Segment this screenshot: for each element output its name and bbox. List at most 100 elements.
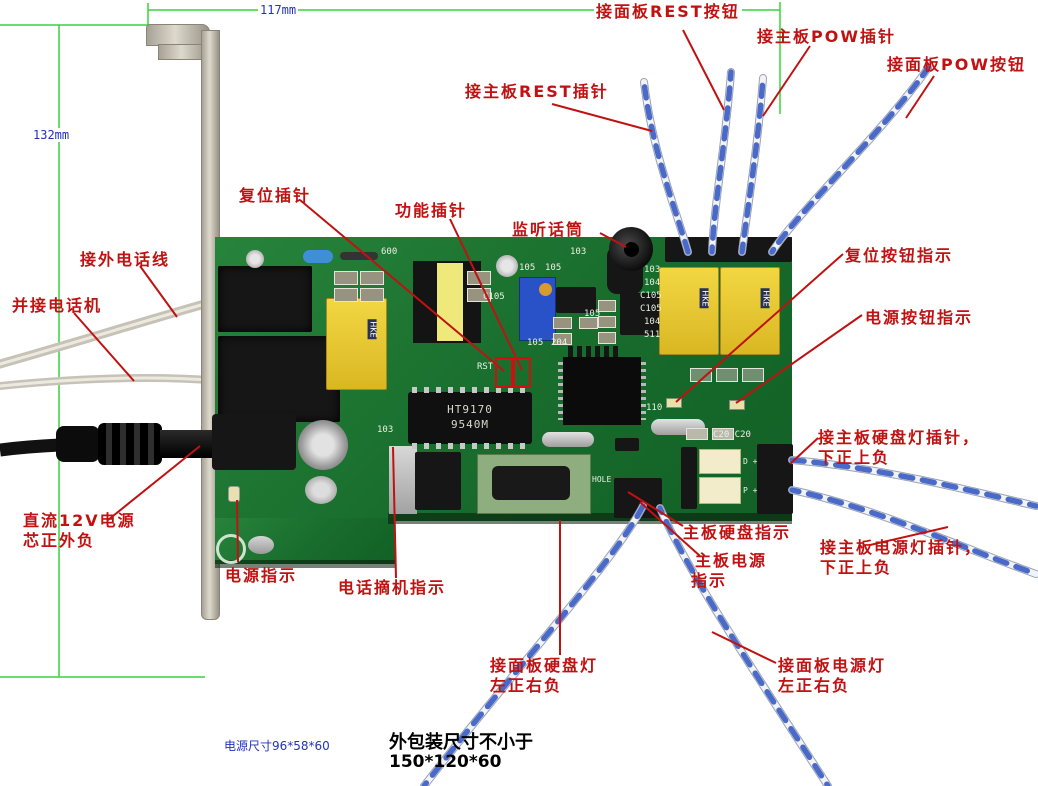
height-dimension-label: 132mm (31, 128, 72, 142)
dc-plug-tip (160, 430, 212, 458)
power-led (228, 486, 240, 502)
callout-line: 下正上负 (818, 448, 891, 467)
silk-hole: HOLE (592, 475, 612, 484)
dc-plug-grip (56, 426, 100, 462)
dc-power-jack (212, 414, 296, 470)
silk-103: 103 (644, 265, 661, 275)
relay-right-2: HKE (720, 267, 780, 355)
callout-reset-pin: 复位插针 (239, 186, 312, 205)
wire-pair (640, 78, 692, 256)
pad (716, 368, 738, 382)
callout-ext-phone-line: 接外电话线 (80, 250, 171, 269)
callout-mb-power-indicator: 主板电源 指示 (691, 551, 767, 591)
front-panel-wire-header (614, 478, 662, 518)
callout-mb-power-led-pin: 接主板电源灯插针， 下正上负 (820, 538, 982, 578)
silk-511: 511 (644, 330, 661, 340)
trimmer-potentiometer (519, 277, 556, 341)
soic-chip (556, 287, 596, 313)
callout-line: 接面板电源灯 (778, 656, 887, 675)
silk-p-pin: P + (743, 486, 758, 495)
silk-600: 600 (381, 247, 398, 257)
rj11-jack-upper (218, 266, 312, 332)
power-led-block (699, 477, 741, 504)
screw-middle (496, 255, 518, 277)
pad (690, 368, 712, 382)
callout-dc-power: 直流12V电源 芯正外负 (23, 511, 136, 551)
callout-function-pin: 功能插针 (395, 201, 468, 220)
silk-105: 105 (519, 263, 536, 273)
silk-104: 104 (644, 278, 661, 288)
smd (360, 271, 384, 285)
silk-105: 105 (527, 338, 544, 348)
smd (553, 317, 572, 329)
wire-pair (768, 64, 932, 256)
silk-204: 204 (551, 338, 568, 348)
callout-line: 接面板硬盘灯 (490, 656, 599, 675)
callout-line: 指示 (691, 571, 728, 590)
capacitor-small (305, 476, 337, 504)
callout-monitor-mic: 监听话筒 (512, 220, 585, 239)
regulator-tab (389, 446, 417, 514)
relay-brand-label: HKE (760, 288, 771, 309)
silk-c105: C105 (483, 292, 505, 302)
smd (334, 288, 358, 302)
hdd-led-block (699, 449, 741, 474)
callout-power-btn-indicator: 电源按钮指示 (865, 308, 974, 327)
dc-plug-ridges (98, 423, 162, 465)
smd (598, 300, 616, 312)
trimmer-dial (539, 283, 552, 296)
callout-mb-rest-pin: 接主板REST插针 (465, 82, 609, 101)
smd (598, 332, 616, 344)
callout-front-hdd-led: 接面板硬盘灯 左正右负 (490, 656, 598, 696)
power-size-note: 电源尺寸96*58*60 (224, 739, 330, 753)
wire-pair (738, 74, 767, 256)
silk-110: 110 (646, 403, 663, 413)
callout-mb-pow-pin: 接主板POW插针 (757, 27, 896, 46)
smd (553, 333, 572, 345)
mb-led-wire-header (757, 444, 793, 514)
jack-screw (248, 536, 274, 554)
relay-right-1: HKE (659, 267, 719, 355)
package-size-note-line2: 150*120*60 (389, 752, 502, 772)
relay-brand-label: HKE (367, 319, 378, 340)
silk-rst: RST (477, 362, 494, 372)
ht9170-chip: HT9170 9540M (408, 387, 532, 449)
pad (712, 428, 734, 440)
pad (686, 428, 708, 440)
package-size-note-line1: 外包装尺寸不小于 (389, 732, 533, 753)
chip-marking-line2: 9540M (450, 418, 490, 431)
rj11-jack-lower (218, 336, 340, 422)
chip-marking-line1: HT9170 (447, 403, 493, 416)
callout-mb-hdd-led-pin: 接主板硬盘灯插针， 下正上负 (818, 428, 980, 468)
microphone-hole (624, 242, 639, 257)
power-indicator-led (729, 400, 745, 410)
callout-front-pow-button: 接面板POW按钮 (887, 55, 1026, 74)
silk-105: 105 (545, 263, 562, 273)
silk-103: 103 (570, 247, 587, 257)
pad (742, 368, 764, 382)
blue-capacitor (303, 250, 333, 263)
silk-c105: C105 (640, 304, 662, 314)
regulator-body (415, 452, 461, 510)
callout-power-indicator: 电源指示 (225, 566, 298, 585)
callout-line: 左正右负 (778, 676, 851, 695)
crystal-left (542, 432, 594, 447)
silk-c20: C20 C20 (713, 430, 751, 440)
jumper (615, 438, 639, 451)
smd (579, 317, 598, 329)
pcb-bottom-edge-left (215, 560, 395, 568)
smd (467, 271, 491, 285)
wire-pair (708, 68, 735, 256)
opto-header (681, 447, 697, 509)
callout-mb-hdd-indicator: 主板硬盘指示 (683, 523, 792, 542)
callout-offhook-indicator: 电话摘机指示 (338, 578, 447, 597)
callout-line: 左正右负 (490, 676, 563, 695)
callout-line: 芯正外负 (23, 531, 96, 550)
wire-pair (656, 504, 832, 786)
smd (360, 288, 384, 302)
callout-reset-btn-indicator: 复位按钮指示 (845, 246, 954, 265)
callout-front-power-led: 接面板电源灯 左正右负 (778, 656, 886, 696)
silk-c105: C105 (640, 291, 662, 301)
silk-105: 105 (584, 309, 601, 319)
reset-indicator-led (666, 398, 682, 408)
